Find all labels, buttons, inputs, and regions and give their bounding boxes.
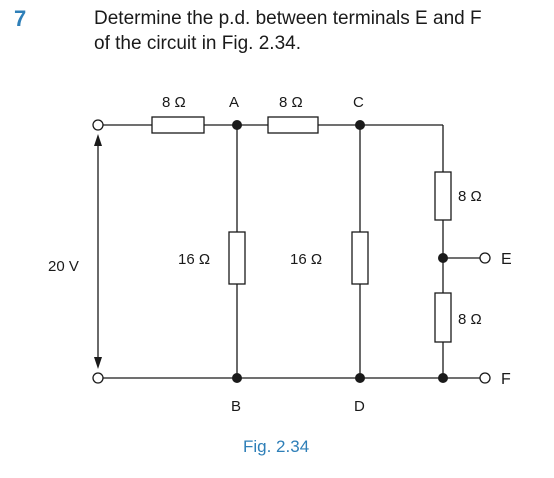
- terminal-f: [479, 372, 491, 384]
- label-terminal-e: E: [501, 251, 512, 268]
- label-vertical-ab-resistor: 16 Ω: [178, 251, 210, 268]
- voltage-arrow: [94, 134, 102, 369]
- resistor-right-lower: [434, 292, 452, 343]
- resistor-top-left: [151, 116, 205, 134]
- terminal-left-top: [92, 119, 104, 131]
- label-node-c: C: [353, 94, 364, 111]
- label-supply-voltage: 20 V: [48, 258, 79, 275]
- resistor-vertical-ab: [228, 231, 246, 285]
- terminal-e: [479, 252, 491, 264]
- label-top-mid-resistor: 8 Ω: [279, 94, 303, 111]
- junction-c: [355, 120, 365, 130]
- junction-f: [438, 373, 448, 383]
- resistor-vertical-cd: [351, 231, 369, 285]
- terminal-left-bottom: [92, 372, 104, 384]
- label-node-d: D: [354, 398, 365, 415]
- label-right-lower-resistor: 8 Ω: [458, 311, 482, 328]
- figure-caption: Fig. 2.34: [243, 437, 309, 456]
- junction-b: [232, 373, 242, 383]
- question-number: 7: [14, 6, 27, 31]
- junction-d: [355, 373, 365, 383]
- question-text: Determine the p.d. between terminals E a…: [94, 6, 544, 56]
- question-line-1: Determine the p.d. between terminals E a…: [94, 8, 482, 29]
- circuit-wires: [103, 124, 480, 379]
- junction-e: [438, 253, 448, 263]
- label-top-left-resistor: 8 Ω: [162, 94, 186, 111]
- label-node-a: A: [229, 94, 239, 111]
- label-vertical-cd-resistor: 16 Ω: [290, 251, 322, 268]
- junction-a: [232, 120, 242, 130]
- label-node-b: B: [231, 398, 241, 415]
- resistor-right-upper: [434, 171, 452, 221]
- label-right-upper-resistor: 8 Ω: [458, 188, 482, 205]
- question-line-2: of the circuit in Fig. 2.34.: [94, 33, 301, 54]
- label-terminal-f: F: [501, 371, 511, 388]
- resistor-top-mid: [267, 116, 319, 134]
